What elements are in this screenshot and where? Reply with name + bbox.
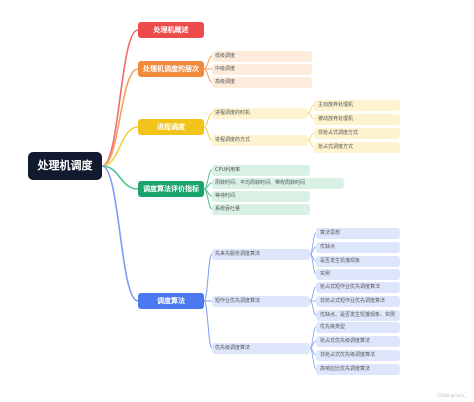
connector-branch-to-topic bbox=[203, 55, 213, 70]
subtopic-node[interactable]: 高响应比优先调度算法 bbox=[316, 363, 400, 375]
subtopic-node[interactable]: 非抢占式调度方式 bbox=[314, 127, 400, 139]
subtopic-node[interactable]: 被动放弃处理机 bbox=[314, 113, 400, 125]
subtopic-node[interactable]: 算法思想 bbox=[316, 227, 400, 239]
topic-node[interactable]: 进程调度的方式 bbox=[212, 134, 308, 146]
branch-node[interactable]: 调度算法 bbox=[138, 293, 204, 309]
topic-node[interactable]: 先来先服务调度算法 bbox=[212, 248, 310, 260]
topic-node[interactable]: 进程调度的时机 bbox=[212, 107, 308, 119]
subtopic-node[interactable]: 抢占式短作业优先调度算法 bbox=[316, 281, 400, 293]
connector-branch-to-topic bbox=[203, 253, 213, 302]
connector-branch-to-topic bbox=[203, 68, 213, 83]
connector-topic-to-subtopic bbox=[309, 347, 317, 370]
subtopic-node[interactable]: 抢占式调度方式 bbox=[314, 141, 400, 153]
subtopic-node[interactable]: 抢占式优先级调度算法 bbox=[316, 335, 400, 347]
connector-topic-to-subtopic bbox=[309, 253, 317, 275]
topic-node[interactable]: 高级调度 bbox=[212, 76, 312, 88]
connector-topic-to-subtopic bbox=[307, 112, 315, 120]
connector-branch-to-topic bbox=[203, 300, 213, 349]
connector-topic-to-subtopic bbox=[309, 300, 317, 316]
root-node[interactable]: 处理机调度 bbox=[28, 152, 102, 180]
connector-branch-to-topic bbox=[203, 112, 213, 128]
connector-topic-to-subtopic bbox=[307, 139, 315, 148]
connector-topic-to-subtopic bbox=[309, 286, 317, 302]
topic-node[interactable]: 等待时间 bbox=[212, 190, 310, 202]
topic-node[interactable]: 中级调度 bbox=[212, 63, 312, 75]
subtopic-node[interactable]: 优缺点、是否发生饥饿现象、实例 bbox=[316, 309, 400, 321]
watermark: CSDN @Coco_ bbox=[437, 393, 466, 398]
connector-branch-to-topic bbox=[203, 126, 213, 141]
topic-node[interactable]: 低级调度 bbox=[212, 50, 312, 62]
connector-root-to-branch bbox=[101, 165, 139, 190]
topic-node[interactable]: 周转时间、平均周转时间、带权周转时间 bbox=[212, 177, 344, 189]
branch-node[interactable]: 处理机调度的层次 bbox=[138, 61, 204, 77]
topic-node[interactable]: 系统吞吐量 bbox=[212, 203, 310, 215]
topic-node[interactable]: 短作业优先调度算法 bbox=[212, 295, 310, 307]
branch-node[interactable]: 进程调度 bbox=[138, 119, 204, 135]
connector-root-to-branch bbox=[101, 165, 139, 302]
subtopic-node[interactable]: 主动放弃处理机 bbox=[314, 99, 400, 111]
subtopic-node[interactable]: 非抢占式短作业优先调度算法 bbox=[316, 295, 400, 307]
subtopic-node[interactable]: 优先级类型 bbox=[316, 321, 400, 333]
subtopic-node[interactable]: 实例 bbox=[316, 268, 400, 280]
topic-node[interactable]: 优先级调度算法 bbox=[212, 342, 310, 354]
branch-node[interactable]: 处理机概述 bbox=[138, 22, 204, 38]
subtopic-node[interactable]: 是否发生饥饿现象 bbox=[316, 255, 400, 267]
topic-node[interactable]: CPU利用率 bbox=[212, 164, 310, 176]
subtopic-node[interactable]: 优缺点 bbox=[316, 241, 400, 253]
connector-root-to-branch bbox=[101, 68, 139, 167]
connector-root-to-branch bbox=[101, 29, 139, 167]
connector-branch-to-topic bbox=[203, 188, 213, 210]
connector-root-to-branch bbox=[101, 126, 139, 167]
subtopic-node[interactable]: 非抢占式优先级调度算法 bbox=[316, 349, 400, 361]
branch-node[interactable]: 调度算法评价指标 bbox=[138, 181, 204, 197]
